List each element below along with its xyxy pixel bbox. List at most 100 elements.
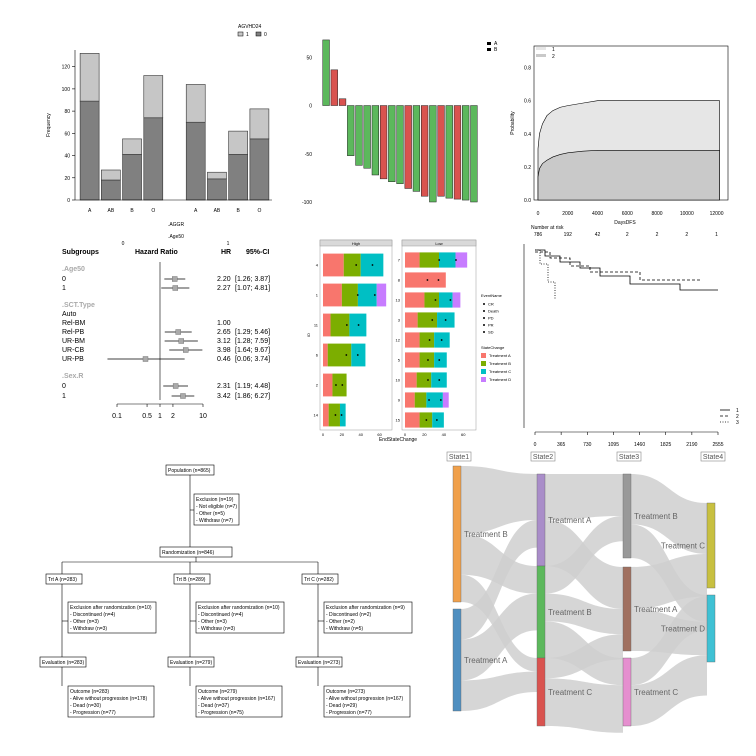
bar-segment-1 — [185, 84, 206, 123]
bar-segment-0 — [228, 154, 248, 201]
risk-count: 2 — [626, 232, 629, 238]
exclusion-after-randomization-box-text: - Other (n=2) — [326, 619, 355, 625]
swimmer-segment — [455, 252, 468, 268]
exclusion-after-randomization-box — [195, 601, 285, 634]
sankey-flow — [545, 593, 623, 635]
row-id: 4 — [316, 263, 319, 268]
sankey-node — [536, 565, 546, 659]
panel-consort-flow: Population (n=865)Exclusion (n=19)- Not … — [39, 464, 413, 718]
sankey-flow — [461, 466, 537, 534]
event-marker — [355, 264, 358, 266]
event-marker — [426, 279, 429, 281]
sankey-node-label: Treatment A — [464, 656, 508, 665]
waterfall-bar — [330, 69, 338, 106]
legend-state-swatch — [481, 353, 486, 358]
event-marker — [449, 299, 452, 301]
legend-event-marker — [483, 324, 485, 326]
swimmer-segment — [432, 412, 444, 428]
x-axis-label: .AGGR — [168, 222, 185, 228]
x-tick-label: 0 — [534, 442, 537, 448]
swimmer-segment — [323, 343, 328, 367]
legend-label: 1 — [736, 408, 739, 414]
row-id: 11 — [314, 323, 319, 328]
ci-value: [0.06; 3.74] — [235, 356, 270, 363]
outcome-box-text: Outcome (n=279) — [198, 689, 237, 695]
x-tick-label: 1460 — [634, 442, 645, 448]
x-axis-label: EndStateChange — [379, 437, 417, 443]
legend-state-swatch — [481, 361, 486, 366]
swimmer-segment — [405, 372, 417, 388]
risk-count: 42 — [595, 232, 601, 238]
hr-header: HR — [221, 249, 231, 256]
sankey-flow — [631, 554, 707, 609]
evaluation-box — [39, 656, 87, 668]
swimmer-segment — [332, 373, 347, 397]
outcome-box-text: - Alive without progression (n=178) — [70, 696, 147, 702]
y-tick-label: 0.0 — [524, 198, 531, 204]
bar-segment-0 — [122, 154, 142, 201]
waterfall-bar — [437, 105, 445, 197]
x-tick-label: A — [194, 208, 198, 214]
sankey-node-label: Treatment D — [661, 625, 705, 634]
event-marker — [455, 259, 457, 261]
exclusion-after-randomization-box-text: Exclusion after randomization (n=10) — [70, 605, 152, 611]
sankey-flow — [545, 634, 623, 679]
swimmer-segment — [405, 252, 420, 268]
stage-header: State3 — [619, 454, 639, 461]
row-label: Auto — [62, 311, 77, 318]
event-marker — [440, 339, 443, 341]
swimmer-segment — [405, 352, 420, 368]
exclusion-after-randomization-box-text: - Discontinued (n=4) — [198, 612, 243, 618]
ci-value: [1.86; 6.27] — [235, 393, 270, 400]
hr-marker — [175, 329, 181, 335]
event-marker — [345, 354, 348, 356]
population-box-text: Population (n=865) — [168, 468, 211, 474]
waterfall-bar — [470, 105, 478, 203]
area-series-2 — [537, 150, 720, 201]
bar-segment-0 — [101, 179, 121, 201]
legend-swatch — [237, 31, 244, 37]
legend-state-swatch — [481, 377, 486, 382]
row-id: 8 — [398, 278, 401, 283]
y-tick-label: 100 — [62, 87, 71, 93]
swimmer-segment — [405, 412, 420, 428]
bar-segment-1 — [143, 75, 164, 119]
group-label: .SCT.Type — [62, 302, 95, 309]
event-marker — [425, 419, 428, 421]
row-id: 7 — [398, 258, 401, 263]
row-label: 0 — [62, 383, 66, 390]
sankey-flow — [461, 671, 537, 711]
outcome-box — [323, 685, 411, 718]
survival-line-1 — [535, 249, 718, 291]
exclusion-box-text: - Not eligible (n=7) — [196, 504, 237, 510]
event-marker — [356, 294, 359, 296]
event-marker — [427, 359, 429, 361]
evaluation-box-text: Evaluation (n=279) — [170, 660, 212, 666]
swimmer-segment — [419, 252, 439, 268]
y-tick-label: 20 — [64, 176, 70, 182]
row-id: 15 — [396, 418, 401, 423]
sankey-node-label: Treatment A — [634, 605, 678, 614]
x-tick-label: 60 — [377, 432, 382, 437]
swimmer-segment — [341, 283, 358, 307]
x-tick-label: 40 — [442, 432, 447, 437]
row-label: 0 — [62, 276, 66, 283]
event-marker — [335, 384, 337, 386]
waterfall-bar — [445, 105, 453, 199]
sankey-flow — [631, 596, 707, 686]
sankey-flow — [461, 593, 537, 681]
waterfall-bar — [453, 105, 462, 200]
sankey-flow — [461, 520, 537, 640]
facet-label: 1 — [227, 241, 230, 247]
exclusion-after-randomization-box-text: Exclusion after randomization (n=9) — [326, 605, 405, 611]
legend-event-marker — [483, 303, 485, 305]
hr-value: 2.27 — [217, 285, 231, 292]
subgroups-header: Subgroups — [62, 249, 99, 256]
outcome-box-text: - Dead (n=29) — [326, 703, 357, 709]
row-label: UR-CB — [62, 347, 84, 354]
row-id: 13 — [396, 298, 401, 303]
evaluation-box-text: Evaluation (n=283) — [42, 660, 84, 666]
stage-header-box — [446, 451, 472, 462]
hr-marker — [142, 356, 149, 362]
